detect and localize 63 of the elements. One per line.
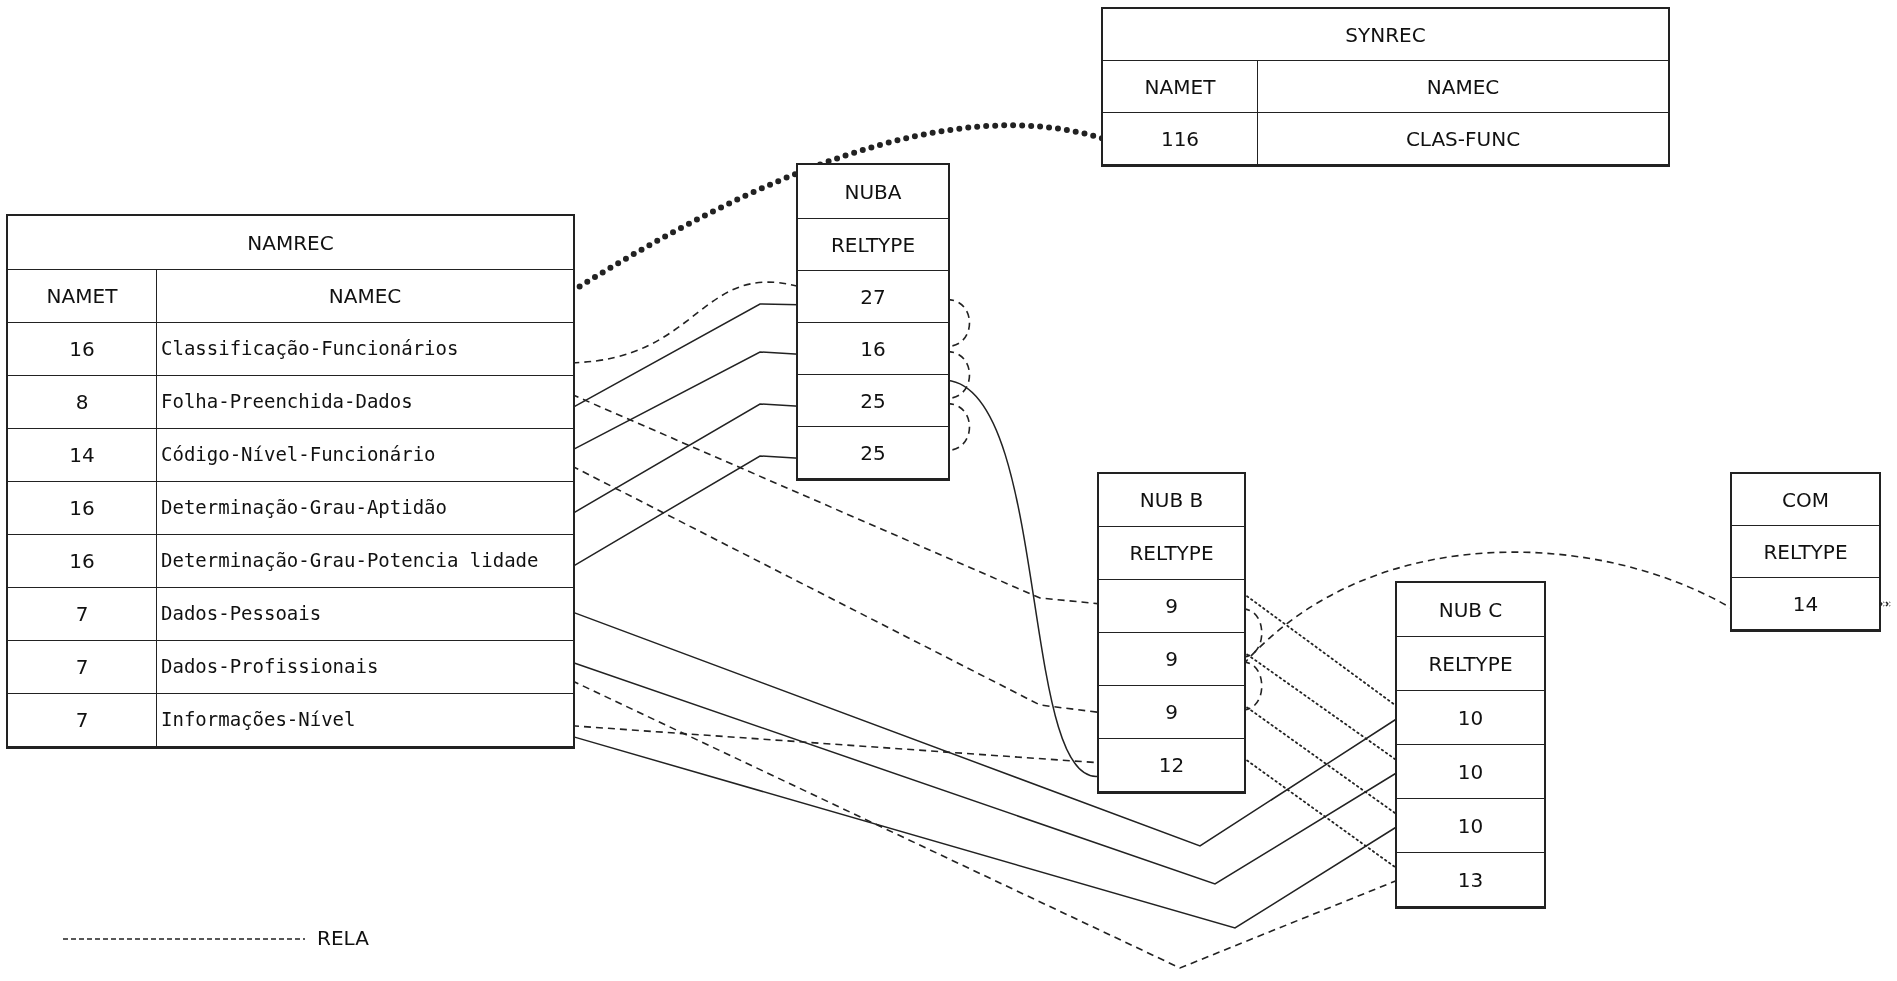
table-title: NUBA	[798, 165, 948, 219]
table-cell: NAMET	[8, 270, 157, 322]
table-title: NUB B	[1099, 474, 1244, 527]
table-title: SYNREC	[1103, 9, 1668, 61]
table-row	[8, 694, 573, 747]
legend-label: RELA	[317, 926, 369, 950]
table-cell-text: Determinação-Grau-Aptidão	[160, 495, 448, 521]
table-cell-text: Determinação-Grau-Potencia lidade	[160, 548, 540, 574]
table-row	[8, 429, 573, 482]
table-row	[8, 270, 573, 323]
table-cell: 9	[1099, 686, 1244, 739]
table-cell: NAMET	[1103, 61, 1258, 112]
record-table	[1101, 7, 1670, 167]
record-table	[1730, 472, 1881, 632]
table-cell: 27	[798, 271, 948, 323]
table-cell: RELTYPE	[1397, 637, 1544, 691]
table-title: NUB C	[1397, 583, 1544, 637]
table-cell-text: Dados-Pessoais	[160, 601, 323, 627]
table-cell: 10	[1397, 745, 1544, 799]
table-cell: 10	[1397, 691, 1544, 745]
table-cell-text: Classificação-Funcionários	[160, 336, 460, 362]
table-cell: 8	[8, 376, 157, 428]
table-cell: RELTYPE	[798, 219, 948, 271]
record-table	[1097, 472, 1246, 794]
table-cell: 16	[798, 323, 948, 375]
table-cell: 25	[798, 375, 948, 427]
table-cell-text: NAMEC	[1425, 73, 1501, 101]
table-cell: 9	[1099, 633, 1244, 686]
record-table	[796, 163, 950, 481]
table-row	[8, 376, 573, 429]
table-row	[1103, 113, 1668, 165]
table-row	[8, 641, 573, 694]
table-cell: 16	[8, 482, 157, 534]
table-cell: RELTYPE	[1099, 527, 1244, 580]
table-cell-text: Informações-Nível	[160, 707, 357, 733]
table-cell-text: NAMEC	[327, 283, 403, 310]
table-cell-text: CLAS-FUNC	[1404, 125, 1522, 153]
record-table	[1395, 581, 1546, 909]
table-cell-text: Código-Nível-Funcionário	[160, 442, 437, 468]
table-row	[8, 323, 573, 376]
table-cell: 116	[1103, 113, 1258, 164]
table-row	[8, 535, 573, 588]
table-row	[8, 482, 573, 535]
table-cell: 25	[798, 427, 948, 479]
table-cell: 7	[8, 588, 157, 640]
table-cell: 13	[1397, 853, 1544, 907]
table-cell: 10	[1397, 799, 1544, 853]
table-row	[8, 588, 573, 641]
table-cell: 7	[8, 641, 157, 693]
table-cell: 16	[8, 535, 157, 587]
table-cell: RELTYPE	[1732, 526, 1879, 578]
table-cell: 16	[8, 323, 157, 375]
table-row	[1103, 61, 1668, 113]
table-cell-text: Folha-Preenchida-Dados	[160, 389, 414, 415]
record-table	[6, 214, 575, 749]
table-cell: 7	[8, 694, 157, 746]
table-title: COM	[1732, 474, 1879, 526]
table-cell: 14	[1732, 578, 1879, 630]
table-cell: 12	[1099, 739, 1244, 792]
table-title: NAMREC	[8, 216, 573, 270]
table-cell: 14	[8, 429, 157, 481]
table-cell-text: Dados-Profissionais	[160, 654, 380, 680]
table-cell: 9	[1099, 580, 1244, 633]
